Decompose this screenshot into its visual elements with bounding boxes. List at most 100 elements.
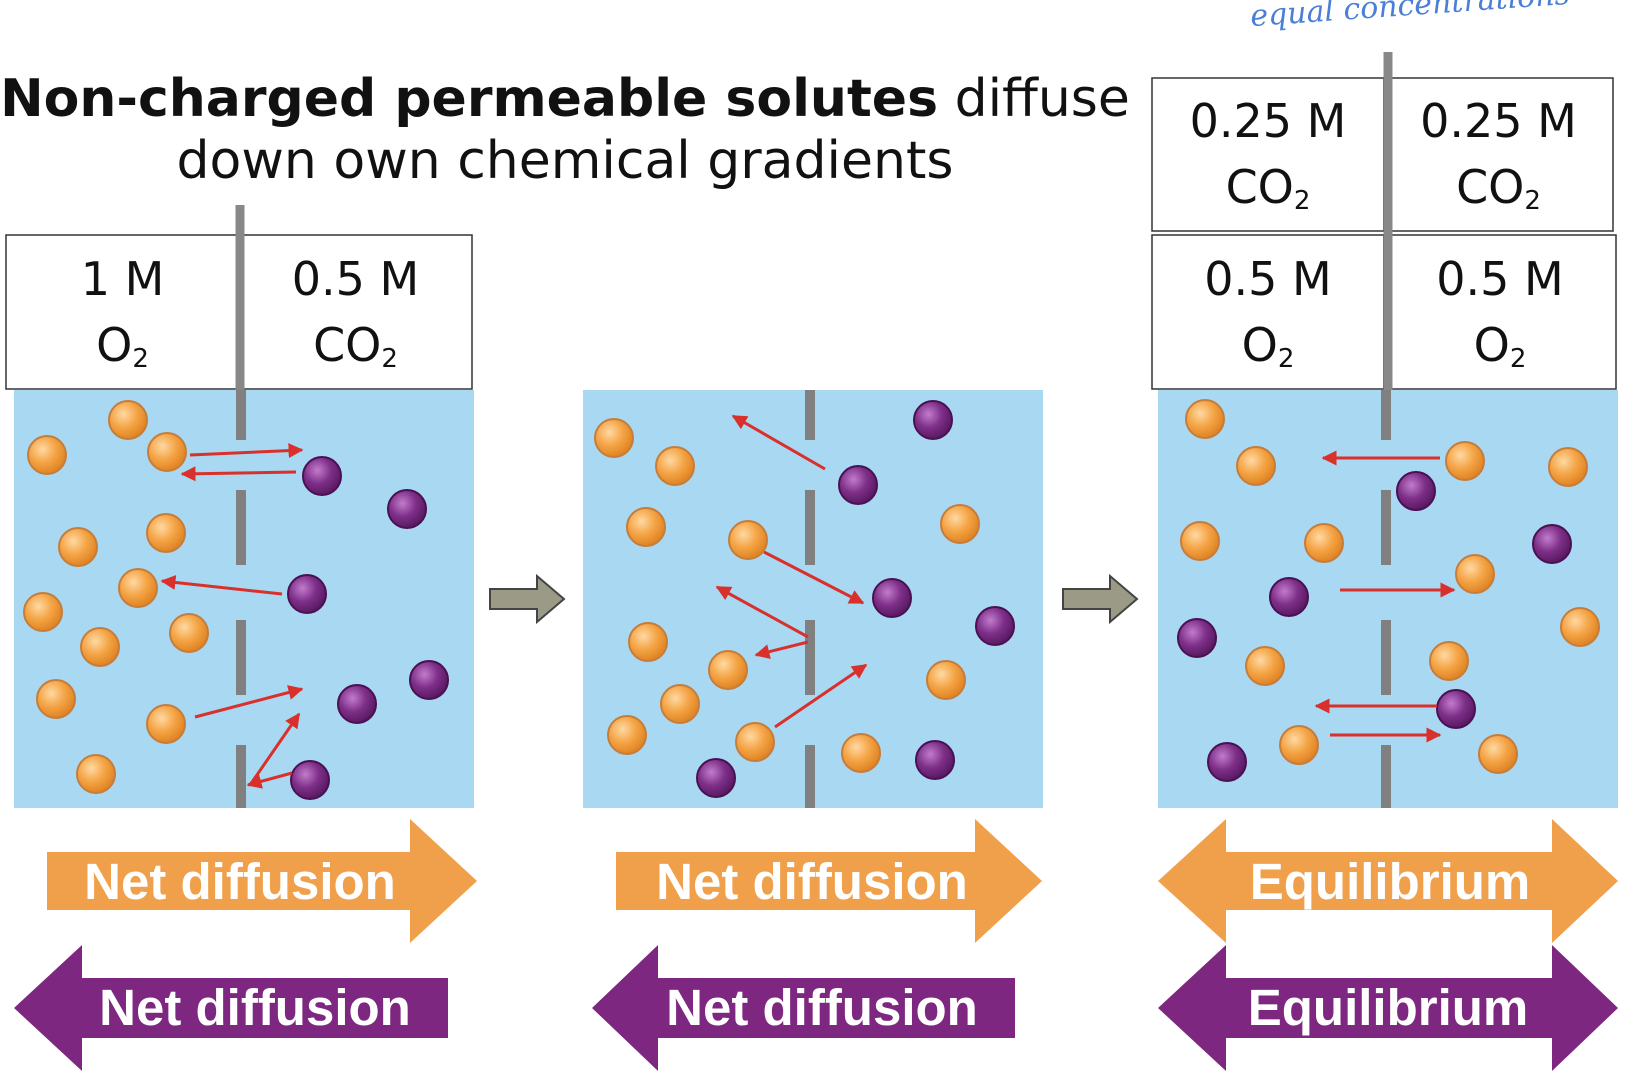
o2-molecule <box>1180 521 1220 561</box>
o2-molecule <box>36 679 76 719</box>
net-diffusion-orange-arrow-2 <box>616 819 1042 943</box>
o2-molecule <box>146 513 186 553</box>
title-bold: Non-charged permeable solutes <box>0 69 939 129</box>
panel-2-molecules <box>594 418 980 773</box>
o2-molecule <box>1560 607 1600 647</box>
panel-3-flow-arrows <box>1314 450 1456 743</box>
label-box-p1-right <box>238 234 473 390</box>
conc-label-p1-left: 1 M O2 <box>6 246 239 392</box>
co2-molecule <box>387 489 427 529</box>
panel-3-co2 <box>1177 471 1572 782</box>
conc-value: 1 M <box>80 252 165 306</box>
conc-value: 0.25 M <box>1189 94 1347 148</box>
o2-molecule <box>728 520 768 560</box>
water-panel-3 <box>1158 390 1618 808</box>
equilibrium-orange-arrow <box>1158 819 1618 943</box>
o2-molecule <box>80 627 120 667</box>
o2-molecule <box>841 733 881 773</box>
species-subscript: 2 <box>381 344 398 374</box>
co2-molecule <box>409 660 449 700</box>
conc-value: 0.5 M <box>1204 252 1332 306</box>
conc-value: 0.5 M <box>1436 252 1564 306</box>
net-diffusion-purple-arrow-2 <box>592 945 1015 1071</box>
o2-molecule <box>1185 399 1225 439</box>
species-subscript: 2 <box>1277 344 1295 374</box>
net-diffusion-orange-arrow-1 <box>47 819 477 943</box>
transition-arrow-1 <box>489 573 566 625</box>
co2-molecule <box>1207 742 1247 782</box>
o2-molecule <box>607 715 647 755</box>
net-diffusion-orange-label-1: Net diffusion <box>84 853 396 910</box>
o2-molecule <box>1429 641 1469 681</box>
species: O <box>96 318 133 372</box>
o2-molecule <box>628 622 668 662</box>
species-subscript: 2 <box>1524 186 1541 216</box>
co2-molecule <box>1177 618 1217 658</box>
conc-label-p3-bottom-right: 0.5 M O2 <box>1384 246 1616 392</box>
title-rest: diffuse <box>954 69 1130 129</box>
equilibrium-orange-label: Equilibrium <box>1250 853 1531 910</box>
o2-molecule <box>146 704 186 744</box>
panel-2-flow-arrows <box>715 414 868 729</box>
species: O <box>1473 318 1510 372</box>
co2-molecule <box>915 740 955 780</box>
title-line2: down own chemical gradients <box>176 131 954 191</box>
species-subscript: 2 <box>1509 344 1527 374</box>
o2-molecule <box>1478 734 1518 774</box>
co2-molecule <box>696 758 736 798</box>
o2-molecule <box>118 568 158 608</box>
co2-molecule <box>287 574 327 614</box>
species: CO <box>313 318 382 372</box>
transition-arrow-2 <box>1062 573 1139 625</box>
water-panel-1 <box>14 390 474 808</box>
diagram-title: Non-charged permeable solutes diffuse do… <box>0 68 1130 192</box>
o2-molecule <box>1455 554 1495 594</box>
species: O <box>1241 318 1278 372</box>
net-diffusion-purple-label-2: Net diffusion <box>666 979 978 1036</box>
panel-2-co2 <box>696 400 1015 798</box>
co2-molecule <box>337 684 377 724</box>
o2-molecule <box>626 507 666 547</box>
conc-value: 0.25 M <box>1420 94 1577 148</box>
o2-molecule <box>76 754 116 794</box>
co2-molecule <box>1396 471 1436 511</box>
conc-label-p3-top-left: 0.25 M CO2 <box>1152 88 1384 234</box>
o2-molecule <box>1279 725 1319 765</box>
o2-molecule <box>594 418 634 458</box>
o2-molecule <box>655 446 695 486</box>
o2-molecule <box>1245 646 1285 686</box>
o2-molecule <box>926 660 966 700</box>
net-diffusion-orange-label-2: Net diffusion <box>656 853 968 910</box>
co2-molecule <box>1269 577 1309 617</box>
o2-molecule <box>108 400 148 440</box>
o2-molecule <box>1445 441 1485 481</box>
o2-molecule <box>1548 447 1588 487</box>
o2-molecule <box>735 722 775 762</box>
panel-1-molecules <box>23 400 209 794</box>
equilibrium-purple-label: Equilibrium <box>1248 979 1529 1036</box>
conc-value: 0.5 M <box>291 252 420 306</box>
o2-molecule <box>147 432 187 472</box>
species-subscript: 2 <box>132 344 149 374</box>
net-diffusion-purple-arrow-1 <box>14 945 448 1071</box>
conc-label-p3-top-right: 0.25 M CO2 <box>1384 88 1613 234</box>
co2-molecule <box>302 456 342 496</box>
o2-molecule <box>1236 446 1276 486</box>
o2-molecule <box>940 504 980 544</box>
co2-molecule <box>838 465 878 505</box>
o2-molecule <box>27 435 67 475</box>
label-box-p3-bottom-right <box>1383 234 1617 390</box>
equilibrium-purple-arrow <box>1158 945 1618 1071</box>
panel-3-molecules <box>1180 399 1600 774</box>
label-box-p3-top-right <box>1383 77 1614 232</box>
species-subscript: 2 <box>1293 186 1311 216</box>
label-box-p3-top-left <box>1151 77 1385 232</box>
label-box-p3-bottom-left <box>1151 234 1385 390</box>
panel-1-co2 <box>287 456 449 800</box>
co2-molecule <box>913 400 953 440</box>
o2-molecule <box>169 613 209 653</box>
species: CO <box>1225 160 1294 214</box>
co2-molecule <box>872 578 912 618</box>
o2-molecule <box>660 684 700 724</box>
